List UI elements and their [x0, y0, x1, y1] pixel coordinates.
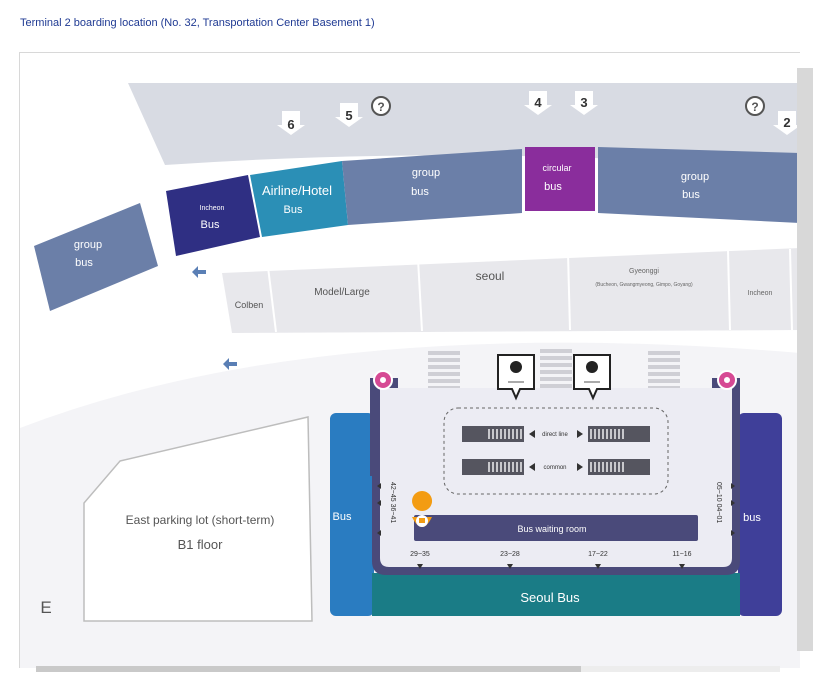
- help-icon-left[interactable]: ?: [371, 96, 391, 116]
- zone-group-mid-l2: bus: [411, 186, 429, 198]
- parking-name: East parking lot (short-term): [126, 513, 275, 527]
- zone-group-right-l2: bus: [682, 189, 700, 201]
- vertical-scrollbar[interactable]: [797, 68, 813, 651]
- help-icon-right[interactable]: ?: [745, 96, 765, 116]
- bottom-gates-29-35: 29~35: [410, 551, 430, 558]
- zone-gyeonggi-l1: Gyeonggi: [629, 268, 659, 275]
- horizontal-scrollbar-thumb[interactable]: [36, 666, 581, 672]
- zone-airline-l1: Airline/Hotel: [262, 183, 332, 198]
- parking-floor: B1 floor: [178, 537, 223, 552]
- right-bus-block: [738, 413, 782, 616]
- left-bus-block: [330, 413, 374, 616]
- zone-group-mid: [342, 149, 522, 225]
- direct-line-label: direct line: [542, 432, 568, 438]
- east-parking-lot[interactable]: [83, 416, 313, 622]
- gate-number-6: 6: [287, 117, 294, 132]
- zone-incheon: [166, 175, 260, 256]
- entry-icon-right[interactable]: [717, 370, 737, 390]
- zone-group-right: [598, 147, 800, 223]
- zone-airline-hotel: [250, 161, 348, 237]
- callout-marker-left[interactable]: [497, 354, 535, 401]
- gate-number-5: 5: [345, 108, 352, 123]
- bottom-gates-11-16: 11~16: [672, 551, 691, 558]
- gate-arrow-6: 6: [277, 111, 305, 135]
- direction-arrow-lower: [223, 358, 237, 370]
- left-bus-label: Bus: [333, 511, 352, 523]
- zone-circular-l2: bus: [544, 181, 562, 193]
- zone-incheon-lower: Incheon: [748, 290, 773, 297]
- zone-circular: [525, 147, 595, 211]
- left-gate-numbers: 42~45 36~41: [389, 482, 396, 523]
- zone-seoul: seoul: [476, 269, 505, 283]
- zone-group-left: [34, 203, 158, 311]
- gate-number-2: 2: [783, 115, 790, 130]
- bus-waiting-room[interactable]: [414, 515, 698, 541]
- right-bus-label: bus: [743, 512, 761, 524]
- svg-text:?: ?: [751, 100, 758, 114]
- direction-arrow-upper: [192, 266, 206, 278]
- page-title: Terminal 2 boarding location (No. 32, Tr…: [20, 17, 375, 29]
- gate-arrow-2: 2: [773, 111, 800, 135]
- common-row: common: [462, 459, 650, 475]
- seoul-bus-block: [372, 573, 740, 616]
- direct-line-row: direct line: [462, 426, 650, 442]
- zone-group-mid-l1: group: [412, 167, 440, 179]
- zone-colben: Colben: [235, 300, 264, 310]
- gate-arrow-5: 5: [335, 103, 363, 127]
- zone-group-right-l1: group: [681, 171, 709, 183]
- zone-airline-l2: Bus: [284, 204, 303, 216]
- gate-arrow-4: 4: [524, 91, 552, 115]
- waiting-room-label: Bus waiting room: [517, 524, 586, 534]
- zone-circular-l1: circular: [542, 163, 571, 173]
- zone-gyeonggi-l2: (Bucheon, Gwangmyeong, Gimpo, Goyang): [595, 282, 693, 288]
- ticket-area: [443, 407, 669, 495]
- gate-arrow-3: 3: [570, 91, 598, 115]
- bottom-gates-23-28: 23~28: [500, 551, 520, 558]
- svg-text:?: ?: [377, 100, 384, 114]
- zone-incheon-bus: Bus: [201, 219, 220, 231]
- lower-zones-band: [222, 248, 800, 333]
- zone-model-large: Model/Large: [314, 287, 370, 298]
- map-frame: 6 5 ? 4 3 ? 2 group bus Inch: [19, 52, 800, 668]
- parking-letter: E: [40, 598, 51, 617]
- bus-stop-pin[interactable]: [412, 491, 433, 527]
- zone-incheon-small: Incheon: [200, 205, 225, 212]
- common-label: common: [543, 465, 566, 471]
- gate-number-3: 3: [580, 95, 587, 110]
- terminal-map: 6 5 ? 4 3 ? 2 group bus Inch: [20, 83, 800, 668]
- seoul-bus-label: Seoul Bus: [520, 590, 580, 605]
- crosswalk-2: [540, 349, 572, 388]
- entry-icon-left[interactable]: [373, 370, 393, 390]
- bottom-gates-17-22: 17~22: [588, 551, 608, 558]
- gate-number-4: 4: [534, 95, 542, 110]
- zone-group-left-l1: group: [74, 239, 102, 251]
- zone-group-left-l2: bus: [75, 257, 93, 269]
- callout-marker-right[interactable]: [573, 354, 611, 401]
- right-gate-numbers: 05~10 04~01: [715, 482, 722, 523]
